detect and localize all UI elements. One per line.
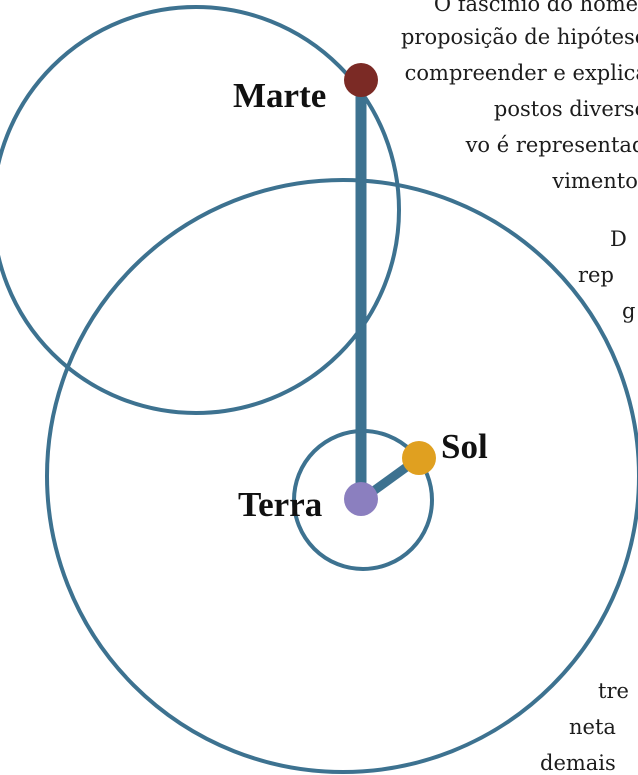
text-line: rep: [578, 263, 614, 287]
text-line: vo é representado: [465, 133, 638, 157]
earth-planet: [344, 482, 378, 516]
mars-planet: [344, 63, 378, 97]
sun-label: Sol: [441, 427, 488, 466]
earth-orbit: [45, 178, 638, 774]
text-line: neta: [569, 715, 616, 739]
text-line: O fascínio do homem: [433, 0, 638, 16]
earth-label: Terra: [238, 485, 322, 524]
text-line: proposição de hipóteses: [400, 25, 638, 49]
text-line: vimento d: [552, 169, 638, 193]
sun-body: [402, 441, 436, 475]
text-line: tre: [598, 679, 629, 703]
text-line: demais: [540, 751, 616, 775]
text-line: g: [622, 299, 636, 323]
text-line: D: [610, 227, 627, 251]
mars-label: Marte: [233, 76, 326, 115]
text-line: compreender e explicar: [404, 61, 638, 85]
text-line: postos diversos: [493, 97, 638, 121]
mars-orbit: [0, 5, 401, 415]
